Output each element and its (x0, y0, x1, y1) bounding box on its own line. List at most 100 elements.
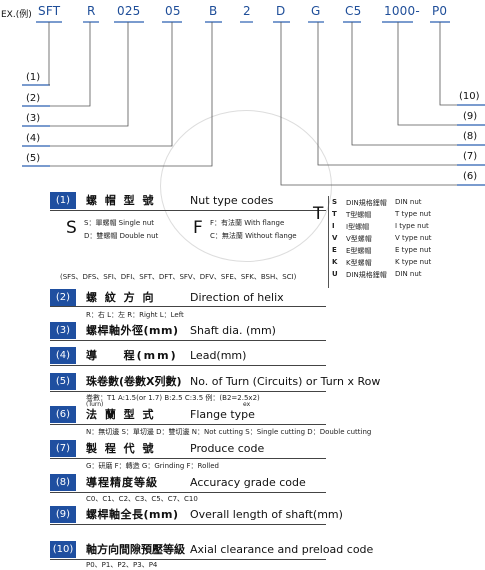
t-item-zh: T型螺帽 (346, 211, 372, 219)
row-number: (8) (50, 474, 76, 491)
row-produce: (7) 製 程 代 號 Produce code (50, 440, 435, 458)
turns-turn-note: (Turn) (86, 401, 104, 408)
row-shaft-dia: (3) 螺桿軸外徑(mm) Shaft dia. (mm) (50, 322, 435, 340)
row-helix: (2) 螺 紋 方 向 Direction of helix (50, 289, 435, 307)
flange-options: N：無切邊 S：單切邊 D：雙切邊 N：Not cutting S：Single… (86, 428, 372, 436)
divider (50, 559, 326, 560)
row-title-en: No. of Turn (Circuits) or Turn x Row (190, 375, 381, 388)
row-title-zh: 製 程 代 號 (86, 442, 156, 455)
right-label-6: (6) (463, 171, 478, 182)
divider (50, 524, 326, 525)
left-label-3: (3) (26, 113, 41, 124)
right-label-9: (9) (463, 111, 478, 122)
turns-options: 卷數：T1 A:1.5(or 1.7) B:2.5 C:3.5 例：(B2=2.… (86, 394, 260, 402)
t-item-zh: E型螺帽 (346, 247, 372, 255)
t-item-key: I (332, 222, 335, 230)
s-item-single: S：單螺帽 Single nut (84, 219, 155, 227)
code-2: 2 (243, 4, 251, 18)
row-shaft-length: (9) 螺桿軸全長(mm) Overall length of shaft(mm… (50, 506, 435, 524)
row-title-zh: 螺 紋 方 向 (86, 291, 156, 304)
row-title-zh: 法 蘭 型 式 (86, 408, 156, 421)
t-item-key: S (332, 198, 338, 206)
t-item-en: T type nut (395, 210, 431, 218)
row-nut-type: (1) 螺 帽 型 號 Nut type codes (50, 192, 435, 210)
helix-options: R：右 L：左 R：Right L：Left (86, 311, 184, 319)
row-title-en: Flange type (190, 408, 255, 421)
left-label-1: (1) (26, 72, 41, 83)
row-lead: (4) 導 程(mm) Lead(mm) (50, 347, 435, 365)
row-title-zh: 螺 帽 型 號 (86, 194, 156, 207)
row-number: (6) (50, 406, 76, 423)
row-number: (3) (50, 322, 76, 339)
code-1000: 1000- (384, 4, 420, 18)
right-label-10: (10) (459, 91, 480, 102)
t-item-key: K (332, 258, 338, 266)
accuracy-options: C0、C1、C2、C3、C5、C7、C10 (86, 495, 198, 503)
row-number: (5) (50, 373, 76, 390)
t-item-key: T (332, 210, 337, 218)
produce-options: G：研磨 F：轉造 G：Grinding F：Rolled (86, 462, 219, 470)
code-025: 025 (117, 4, 141, 18)
right-label-8: (8) (463, 131, 478, 142)
divider (50, 306, 326, 307)
code-p0: P0 (432, 4, 448, 18)
t-item-en: I type nut (395, 222, 429, 230)
row-title-zh: 珠卷數(卷數X列數) (86, 375, 182, 388)
code-c5: C5 (345, 4, 362, 18)
t-item-zh: I型螺帽 (346, 223, 370, 231)
t-type-box (328, 196, 437, 288)
left-label-5: (5) (26, 153, 41, 164)
row-number: (9) (50, 506, 76, 523)
t-item-en: DIN nut (395, 198, 422, 206)
t-item-en: V type nut (395, 234, 432, 242)
divider (50, 492, 326, 493)
code-g: G (311, 4, 321, 18)
row-title-en: Overall length of shaft(mm) (190, 508, 343, 521)
row-number: (7) (50, 440, 76, 457)
row-title-en: Axial clearance and preload code (190, 543, 374, 556)
t-letter: T (313, 204, 324, 224)
preload-options: P0、P1、P2、P3、P4 (86, 561, 158, 569)
row-number: (4) (50, 347, 76, 364)
code-05: 05 (165, 4, 181, 18)
row-flange: (6) 法 蘭 型 式 Flange type (50, 406, 435, 424)
row-title-en: Nut type codes (190, 194, 274, 207)
t-item-zh: K型螺帽 (346, 259, 372, 267)
row-title-zh: 軸方向間隙預壓等級 (86, 543, 185, 556)
row-title-en: Lead(mm) (190, 349, 247, 362)
s-letter: S (66, 218, 77, 238)
nut-series: (SFS、DFS、SFI、DFI、SFT、DFT、SFV、DFV、SFE、SFK… (60, 273, 297, 281)
code-b: B (209, 4, 218, 18)
f-letter: F (193, 218, 203, 238)
row-title-en: Accuracy grade code (190, 476, 306, 489)
divider (50, 391, 326, 392)
example-prefix: EX.(例) (1, 10, 32, 20)
t-item-zh: V型螺帽 (346, 235, 372, 243)
divider (50, 365, 326, 366)
t-item-en: E type nut (395, 246, 432, 254)
t-item-en: DIN nut (395, 270, 422, 278)
f-item-flange: F：有法蘭 With flange (210, 219, 285, 227)
row-preload: (10) 軸方向間隙預壓等級 Axial clearance and prelo… (50, 541, 435, 559)
f-item-noflange: C：無法蘭 Without flange (210, 232, 297, 240)
t-item-zh: DIN規格鋰帽 (346, 271, 387, 279)
code-sft: SFT (38, 4, 61, 18)
row-number: (1) (50, 192, 76, 209)
turns-ex-note: ex (243, 401, 251, 408)
row-title-en: Direction of helix (190, 291, 284, 304)
connector-lines (22, 21, 485, 186)
left-label-2: (2) (26, 93, 41, 104)
row-number: (10) (50, 541, 76, 558)
row-title-zh: 螺桿軸外徑(mm) (86, 324, 179, 337)
t-item-zh: DIN規格鋰帽 (346, 199, 387, 207)
watermark (160, 110, 332, 262)
row-turns: (5) 珠卷數(卷數X列數) No. of Turn (Circuits) or… (50, 373, 435, 391)
row-title-zh: 導程精度等級 (86, 476, 158, 489)
divider (50, 340, 326, 341)
s-item-double: D：雙螺帽 Double nut (84, 232, 159, 240)
right-label-7: (7) (463, 151, 478, 162)
t-item-key: E (332, 246, 337, 254)
t-item-key: V (332, 234, 338, 242)
row-number: (2) (50, 289, 76, 306)
code-r: R (87, 4, 96, 18)
